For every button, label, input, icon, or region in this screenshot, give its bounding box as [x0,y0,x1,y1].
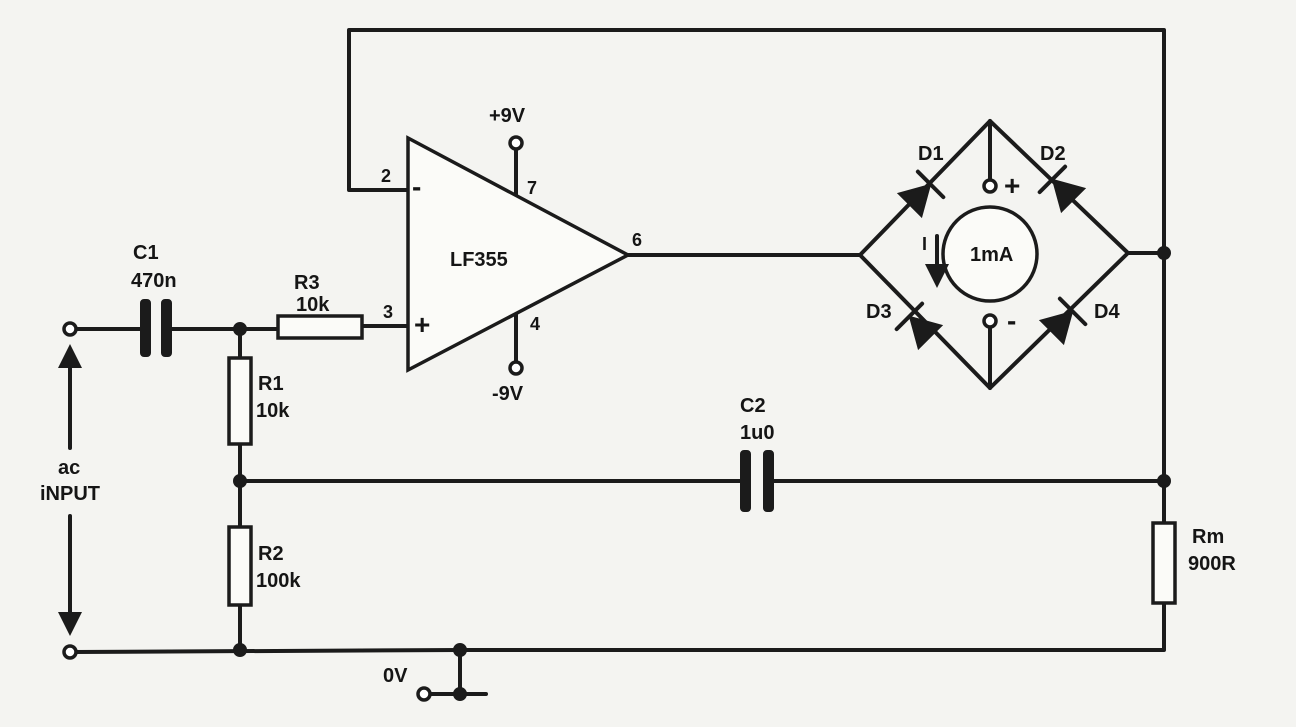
opamp-symbol [406,135,632,373]
vpos-terminal [508,135,524,151]
vpos-label: +9V [489,105,526,127]
resistor-r1: R1 10k [227,356,290,446]
current-label: I [922,234,927,254]
meter-plus-sign: + [1004,170,1020,201]
c2-value: 1u0 [740,422,774,444]
input-terminal-bottom [62,644,78,660]
ground: 0V [383,665,432,702]
c2-ref: C2 [740,395,766,417]
feedback-wire [347,28,1166,482]
d4-label: D4 [1094,301,1120,323]
rm-value: 900R [1188,553,1236,575]
diode-d4 [1038,296,1088,346]
diode-d2 [1037,164,1087,214]
capacitor-c2: C2 1u0 [740,395,774,512]
r1-ref: R1 [258,373,284,395]
r3-value: 10k [296,294,330,316]
d2-label: D2 [1040,143,1066,165]
noninverting-sign: + [414,309,430,340]
r2-ref: R2 [258,543,284,565]
meter-plus-terminal [982,178,998,194]
meter-minus-sign: - [1007,305,1016,336]
capacitor-c1: C1 470n [131,242,177,357]
diode-d1 [896,169,946,219]
d1-label: D1 [918,143,944,165]
vneg-terminal [508,360,524,376]
r3-ref: R3 [294,272,320,294]
vneg-label: -9V [492,383,524,405]
pin-2-label: 2 [381,166,391,186]
opamp-label: LF355 [450,249,508,271]
input-label-ac: ac [58,457,80,479]
input-terminal-top [62,321,78,337]
c1-value: 470n [131,270,177,292]
meter-1ma [941,205,1039,303]
input-label-input: iNPUT [40,483,100,505]
pin-4-label: 4 [530,314,540,334]
diode-d3 [894,301,944,351]
input-terminals: ac iNPUT [40,321,100,660]
junctions [233,246,1171,701]
ground-rail [72,648,462,654]
diode-bridge: D1 D2 D3 D4 1mA + - I [866,143,1120,351]
inverting-sign: - [412,171,421,202]
opamp: LF355 - + 2 3 6 7 4 +9V -9V [381,105,642,405]
resistor-r2: R2 100k [227,525,301,607]
rm-ref: Rm [1192,526,1224,548]
meter-label: 1mA [970,244,1013,266]
c1-ref: C1 [133,242,159,264]
pin-3-label: 3 [383,302,393,322]
resistor-rm: Rm 900R [1151,521,1236,605]
pin-6-label: 6 [632,230,642,250]
r2-value: 100k [256,570,301,592]
r1-value: 10k [256,400,290,422]
ground-label: 0V [383,665,408,687]
meter-minus-terminal [982,313,998,329]
ground-terminal [416,686,432,702]
resistor-r3: R3 10k [276,272,364,340]
pin-7-label: 7 [527,178,537,198]
d3-label: D3 [866,301,892,323]
